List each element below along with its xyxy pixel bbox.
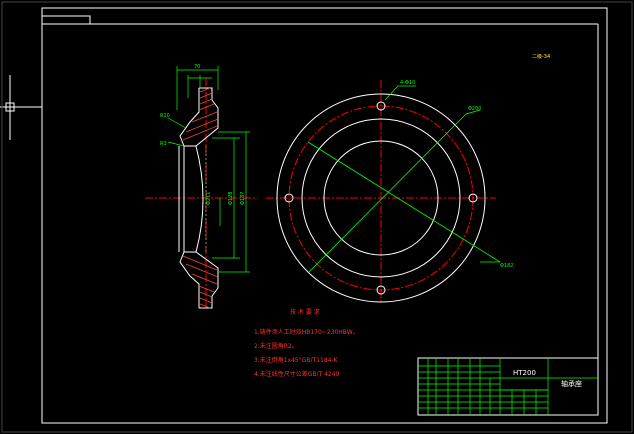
drawing-border-tab <box>41 15 91 25</box>
tech-req-item-4: 4.未注线性尺寸公差GB/T 4249 <box>254 370 340 378</box>
tech-req-heading: 技 术 要 求 <box>290 308 320 316</box>
dim-hole-note: 4-Φ10 <box>400 80 415 86</box>
crosshair-cursor-icon <box>0 75 42 140</box>
dim-left-a: R10 <box>160 113 170 119</box>
dim-top-width: 70 <box>194 64 200 70</box>
technical-requirements: 技 术 要 求 1.铸件须人工时效HB170~230HBW。 2.未注圆角R2。… <box>254 308 359 378</box>
tech-req-item-3: 3.未注倒角1x45°GB/T1184-K <box>254 356 339 364</box>
tech-req-item-1: 1.铸件须人工时效HB170~230HBW。 <box>254 328 359 336</box>
title-part-name: 轴承座 <box>561 379 582 388</box>
tech-req-item-2: 2.未注圆角R2。 <box>254 342 298 350</box>
drawing-border <box>41 7 608 424</box>
dim-outer-big: Φ211 <box>206 192 212 205</box>
front-view: 4-Φ10 Φ200 Φ182 <box>266 80 513 304</box>
dim-bottom-right: Φ182 <box>500 263 513 269</box>
dim-bore: Φ128 <box>228 192 234 205</box>
dim-pcd: Φ200 <box>468 106 481 112</box>
title-block: HT200 轴承座 <box>417 357 599 416</box>
dim-outer-mid: Φ187 <box>240 192 246 205</box>
corner-note: 二级-34 <box>532 53 550 60</box>
title-material: HT200 <box>513 369 536 377</box>
dim-left-b: R3 <box>160 141 167 147</box>
section-view: 70 R10 R3 Φ128 Φ187 Φ211 <box>145 64 258 309</box>
